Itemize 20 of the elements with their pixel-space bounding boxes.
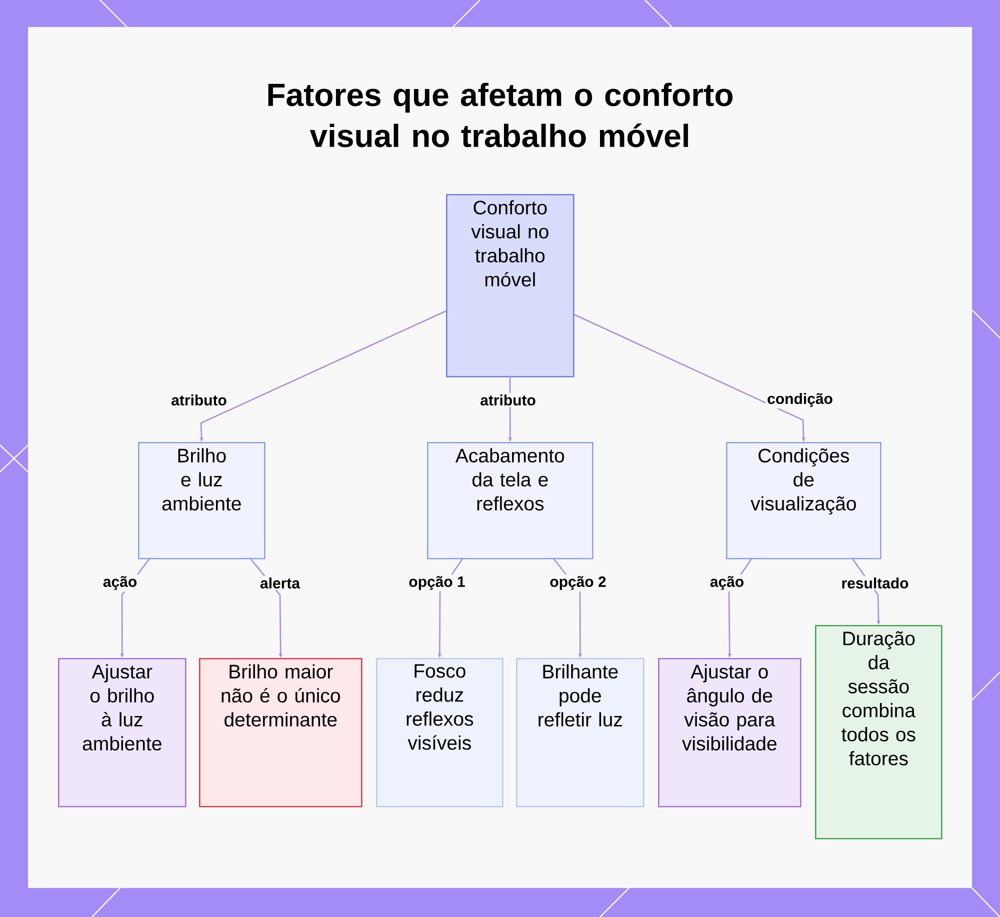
edge-label: ação [101,574,139,592]
process-box: Brilho e luz ambiente [138,442,266,560]
edge-label: ação [708,574,746,592]
title: Fatores que afetam o conforto visual no trabalho móvel [268,82,733,148]
process-box: Condições de visualização [726,442,882,560]
edge-label: atributo [170,392,228,407]
process-box: Brilho maior não é o único determinante [199,658,362,808]
process-box: Conforto visual no trabalho móvel [446,194,574,378]
process-box: Brilhante pode refletir luz [516,658,644,808]
edge-label: opção 2 [548,574,608,592]
process-box: Duração da sessão combina todos os fatores [815,625,942,840]
process-box: Fosco reduz reflexos visíveis [376,658,504,808]
process-box: Acabamento da tela e reflexos [427,442,594,560]
process-box: Ajustar o ângulo de visão para visibilidade [658,658,802,808]
edge-label: resultado [840,576,910,590]
edge-label: atributo [478,392,538,407]
edge-label: alerta [258,576,302,590]
edge-label: condição [766,392,834,408]
edge-label: opção 1 [407,574,467,592]
process-box: Ajustar o brilho à luz ambiente [58,658,186,808]
